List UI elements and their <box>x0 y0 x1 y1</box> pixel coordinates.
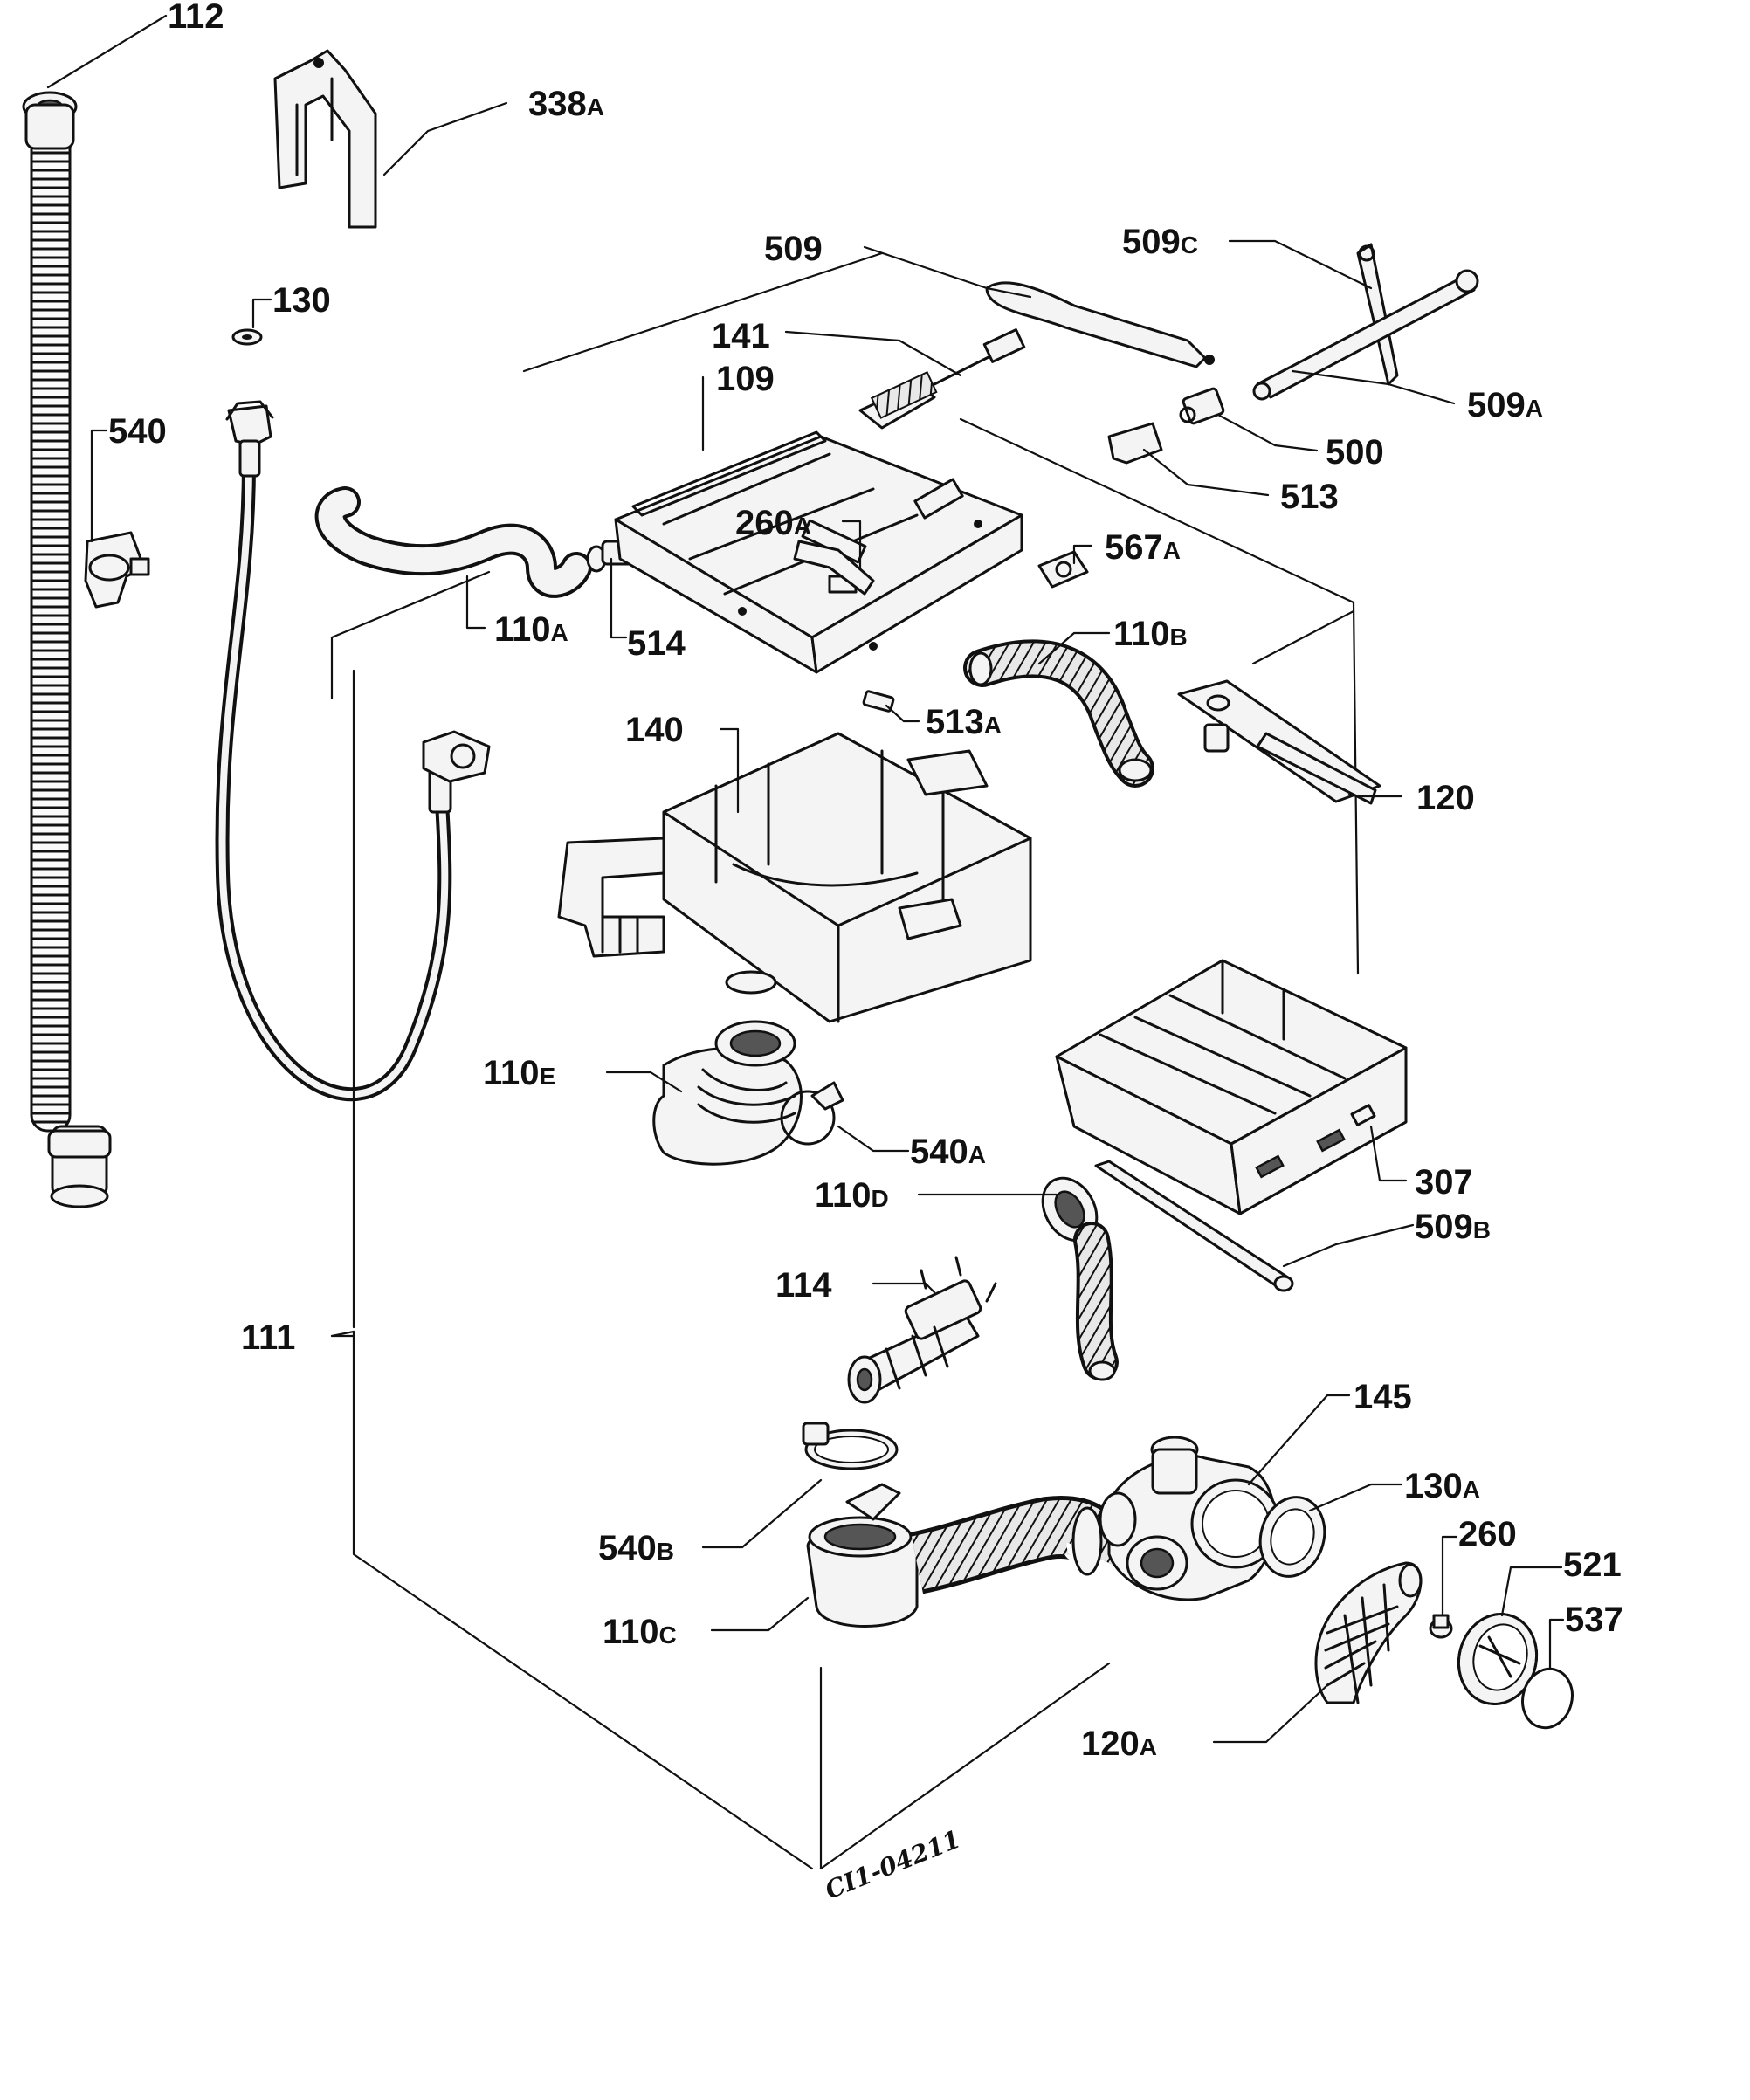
label-109: 109 <box>716 360 775 398</box>
label-537: 537 <box>1565 1601 1623 1639</box>
label-540A: 540A <box>910 1133 986 1171</box>
label-260A: 260A <box>735 504 811 542</box>
siphon-cap-120 <box>1177 679 1381 805</box>
label-540B: 540B <box>598 1529 674 1567</box>
label-145: 145 <box>1354 1378 1412 1416</box>
clamp-540 <box>84 531 150 609</box>
label-114: 114 <box>775 1266 832 1305</box>
clamp-540B <box>802 1422 899 1470</box>
label-110A: 110A <box>494 610 568 649</box>
leader-lines <box>46 14 1565 1744</box>
hose-110A <box>314 486 592 598</box>
screw-260 <box>1429 1614 1453 1639</box>
hose-110B <box>963 639 1154 788</box>
label-513: 513 <box>1280 478 1339 516</box>
label-130: 130 <box>272 281 331 320</box>
label-509: 509 <box>764 230 823 268</box>
valve-bracket-109 <box>614 430 1023 674</box>
washer-130 <box>231 328 263 346</box>
cabinet-outline <box>330 251 1360 1870</box>
hose-110D <box>1041 1176 1119 1381</box>
label-509A: 509A <box>1467 386 1543 424</box>
label-514: 514 <box>627 624 686 663</box>
label-521: 521 <box>1563 1546 1622 1584</box>
filter-cap-521 <box>1457 1612 1539 1706</box>
hose-hanger-338A <box>273 49 377 229</box>
detergent-drawer-307 <box>1055 959 1408 1215</box>
element-114 <box>847 1256 997 1404</box>
rod-509A <box>1252 269 1479 401</box>
label-111: 111 <box>241 1319 295 1357</box>
label-120: 120 <box>1416 779 1475 817</box>
valve-arm-141 <box>858 328 1026 430</box>
pump-housing-145 <box>1099 1436 1281 1601</box>
label-112: 112 <box>168 0 224 36</box>
label-110C: 110C <box>603 1613 677 1651</box>
label-130A: 130A <box>1404 1467 1480 1505</box>
gasket-130A <box>1258 1496 1326 1578</box>
rod-509B <box>1094 1160 1294 1292</box>
elbow-hose-110E <box>652 1020 803 1166</box>
label-567A: 567A <box>1105 528 1181 567</box>
label-509B: 509B <box>1415 1208 1491 1246</box>
label-110D: 110D <box>815 1176 889 1215</box>
drawing-code: CI1-04211 <box>821 1824 964 1904</box>
filter-120A <box>1314 1561 1423 1704</box>
cover-disc-537 <box>1521 1667 1574 1730</box>
label-260: 260 <box>1458 1515 1517 1553</box>
inlet-hose-111 <box>215 400 491 1102</box>
label-500: 500 <box>1326 433 1384 472</box>
label-120A: 120A <box>1081 1725 1157 1763</box>
label-110B: 110B <box>1113 615 1188 653</box>
label-140: 140 <box>625 711 684 749</box>
label-338A: 338A <box>528 85 604 123</box>
drain-hose-112 <box>22 91 112 1208</box>
label-509C: 509C <box>1122 223 1198 261</box>
label-540: 540 <box>108 412 167 451</box>
label-307: 307 <box>1415 1163 1473 1201</box>
label-110E: 110E <box>483 1054 555 1092</box>
label-141: 141 <box>712 317 770 355</box>
plate-567A <box>1037 550 1089 589</box>
clip-260A <box>793 540 875 596</box>
part-500 <box>1179 387 1225 425</box>
sump-hose-110C <box>806 1483 1126 1628</box>
lever-509 <box>985 281 1215 368</box>
label-513A: 513A <box>926 703 1002 741</box>
clamp-540A <box>780 1081 844 1146</box>
dispenser-housing-140 <box>557 732 1032 1023</box>
